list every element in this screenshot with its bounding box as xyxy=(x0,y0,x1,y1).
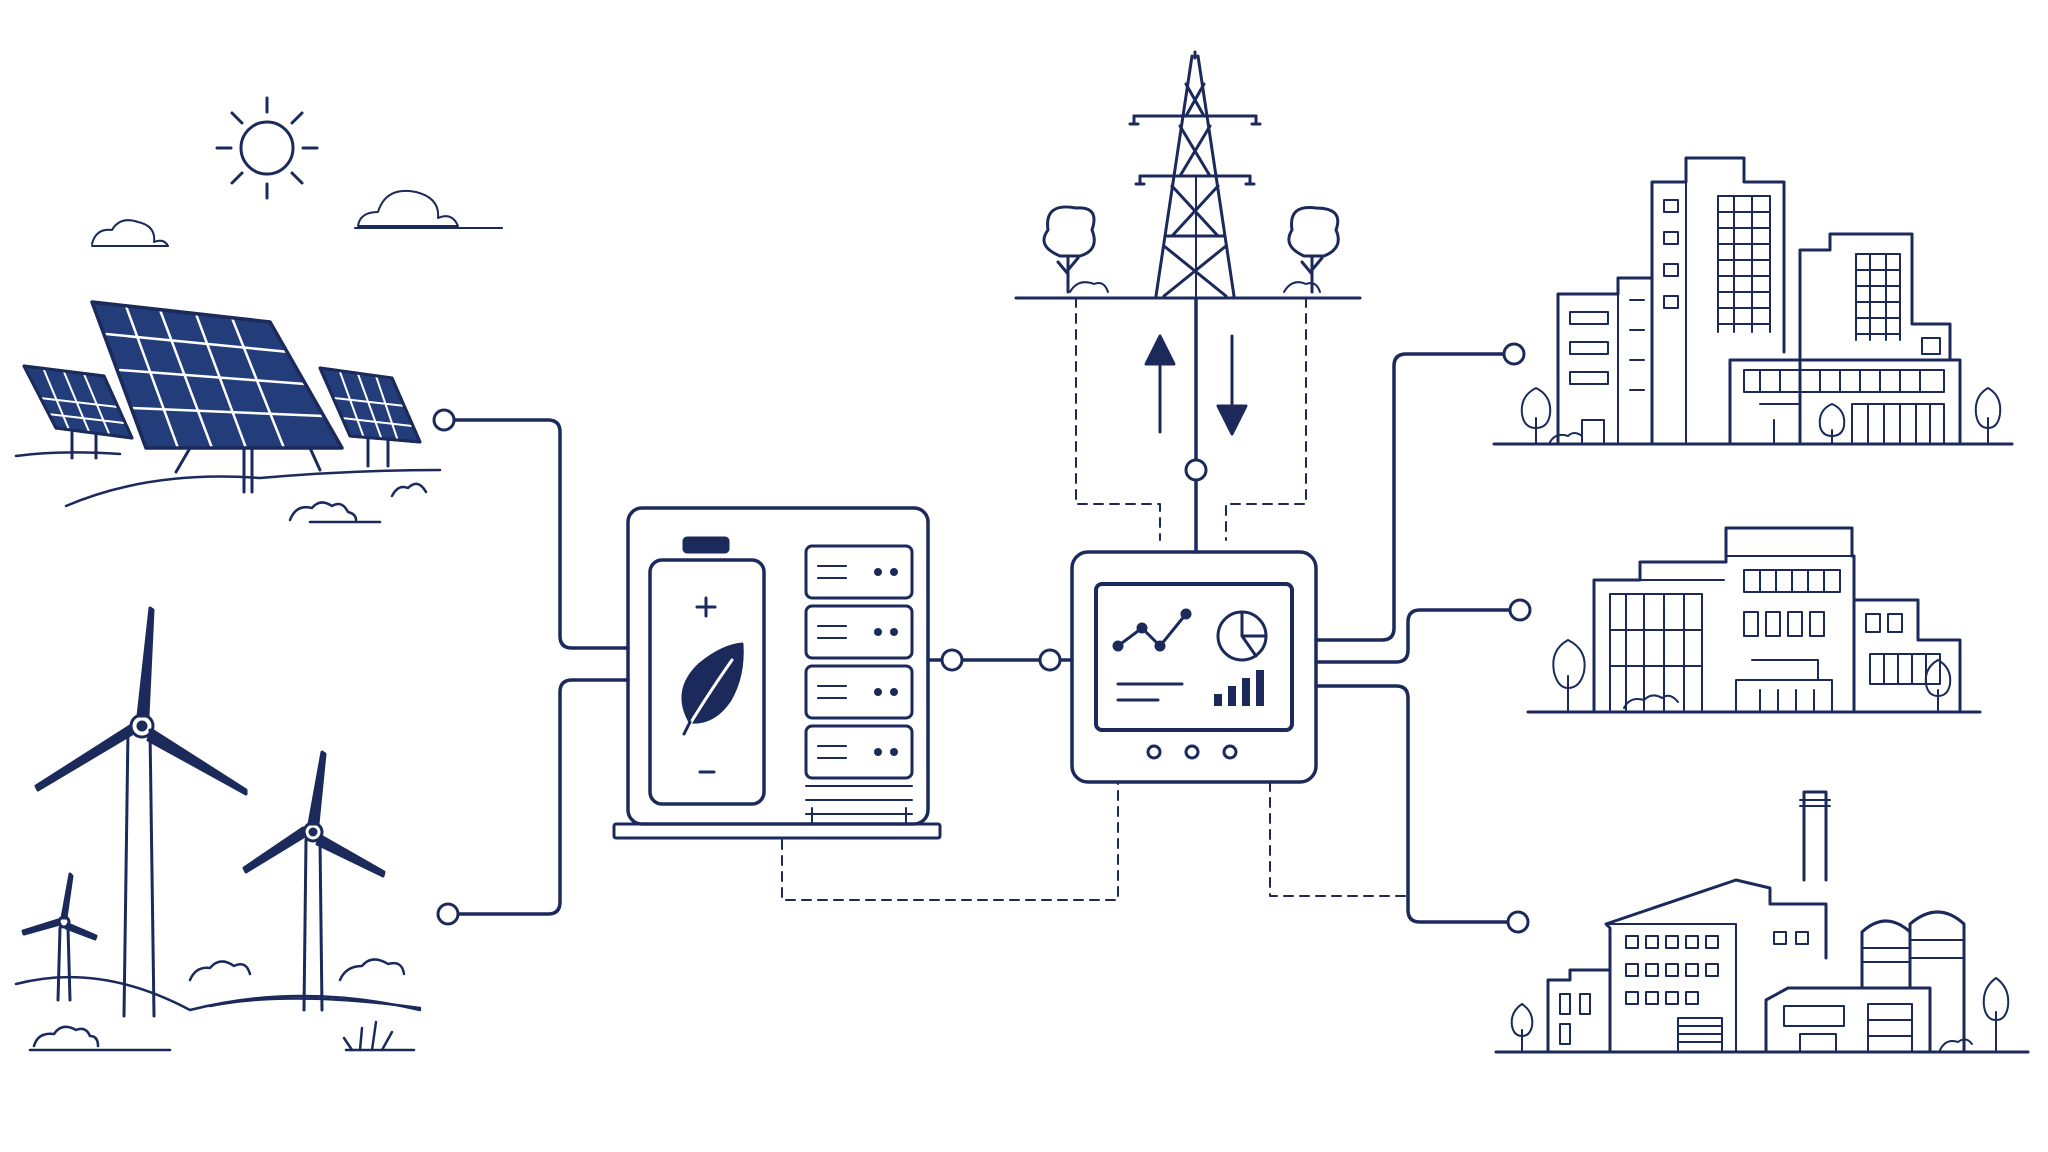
connector-node xyxy=(940,648,964,672)
monitor-dashboard-icon xyxy=(1094,582,1294,732)
commercial-building xyxy=(1526,526,1982,714)
office-building-icon xyxy=(1492,156,2014,446)
dashed-connections xyxy=(781,297,1409,901)
edge-wind-to-battery xyxy=(452,678,630,916)
factory xyxy=(1494,790,2030,1054)
connector-node xyxy=(1506,910,1530,934)
edge-solar-to-battery xyxy=(452,418,630,650)
edge-controller-to-office xyxy=(1314,352,1514,642)
edge-controller-dashed-right xyxy=(1269,781,1409,897)
edge-controller-to-commercial xyxy=(1314,608,1516,664)
transmission-tower-icon xyxy=(1128,50,1262,298)
wind-turbine-icon xyxy=(21,606,386,1018)
office-towers xyxy=(1492,156,2014,446)
battery-storage xyxy=(612,506,942,840)
sun-icon xyxy=(215,96,319,200)
connector-node xyxy=(1184,458,1208,482)
solar-farm xyxy=(14,300,442,524)
connector-node xyxy=(432,408,456,432)
server-rack-icon xyxy=(804,544,914,823)
grid-tower xyxy=(1014,50,1362,436)
edge-controller-to-factory xyxy=(1314,684,1518,924)
energy-controller xyxy=(1070,550,1318,784)
edge-battery-controller-dashed xyxy=(781,781,1119,901)
connector-node xyxy=(1038,648,1062,672)
solid-connections xyxy=(452,296,1518,924)
connector-node xyxy=(1508,598,1532,622)
connector-nodes xyxy=(432,342,1532,934)
edge-grid-dashed-left xyxy=(1075,297,1161,541)
battery-leaf-icon xyxy=(648,536,766,806)
bidirectional-arrow-icon xyxy=(1144,334,1248,436)
hill-outline xyxy=(14,958,422,1052)
tree-icon xyxy=(1042,205,1340,294)
connector-node xyxy=(1502,342,1526,366)
hill-outline xyxy=(14,451,442,524)
cloud-icon xyxy=(91,190,503,247)
connector-node xyxy=(436,902,460,926)
factory-icon xyxy=(1494,790,2030,1054)
solar-panel-icon xyxy=(22,300,422,494)
commercial-building-icon xyxy=(1526,526,1982,714)
wind-farm xyxy=(14,606,422,1052)
edge-grid-dashed-right xyxy=(1225,297,1307,541)
